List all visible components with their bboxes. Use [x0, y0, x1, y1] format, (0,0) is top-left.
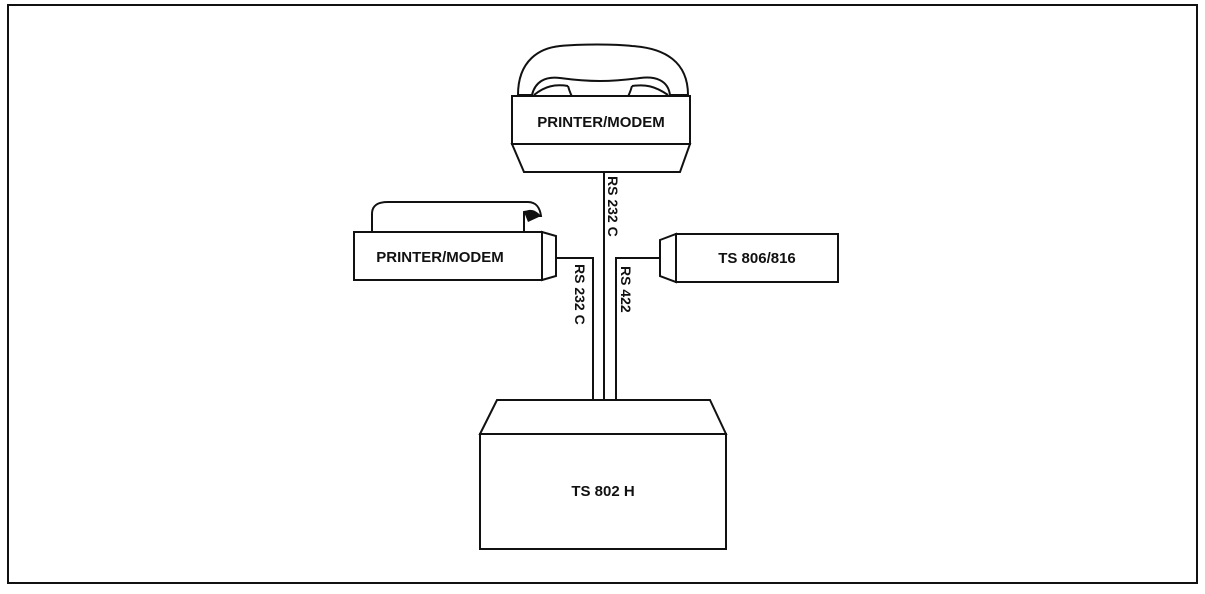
modem-top-body [511, 95, 691, 145]
left-printer-device: PRINTER/MODEM [353, 201, 557, 282]
modem-top-base [510, 143, 692, 173]
paper-roll-icon [371, 201, 543, 233]
modem-top-label: PRINTER/MODEM [537, 114, 665, 131]
handset-cradle-left [533, 84, 569, 96]
diagram-frame [7, 4, 1198, 584]
terminal-right-label: TS 806/816 [718, 250, 796, 267]
host-body [479, 433, 727, 550]
top-link-label: RS 232 C [605, 176, 621, 237]
printer-left-label: PRINTER/MODEM [376, 249, 504, 266]
handset-cradle-right [631, 84, 669, 96]
cable-left [556, 257, 594, 400]
printer-left-connector [541, 230, 557, 282]
host-device: TS 802 H [478, 399, 728, 550]
top-modem-device: PRINTER/MODEM [510, 43, 692, 173]
terminal-right-connector [659, 232, 677, 284]
cables [556, 172, 660, 400]
host-top-panel [478, 399, 728, 435]
telephone-handset-icon [516, 43, 690, 96]
left-link-label: RS 232 C [572, 264, 588, 325]
paper-curl-icon [524, 209, 541, 222]
right-terminal-device: TS 806/816 [659, 232, 839, 284]
right-link-label: RS 422 [618, 266, 634, 313]
cable-right [615, 257, 660, 400]
host-label: TS 802 H [571, 483, 634, 500]
